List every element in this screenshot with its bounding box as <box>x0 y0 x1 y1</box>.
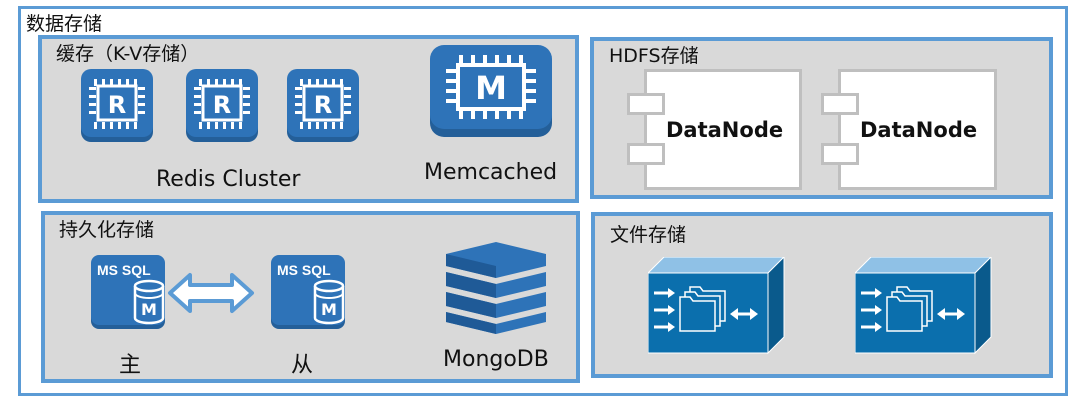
ms-sql-database-icon: MS SQL M <box>91 255 165 329</box>
redis-glyph: R <box>108 91 126 119</box>
ms-sql-caption: MS SQL <box>97 262 151 278</box>
file-storage-appliance-icon <box>648 257 785 355</box>
ms-sql-glyph: M <box>321 300 337 319</box>
datanode-port <box>821 143 859 165</box>
datanode-label: DataNode <box>860 118 978 142</box>
cache-panel-title: 缓存（K-V存储） <box>56 43 200 65</box>
redis-glyph: R <box>213 91 231 119</box>
redis-chip-icon: R <box>186 69 258 142</box>
datanode-component-icon <box>644 69 802 190</box>
datanode-port <box>821 93 859 115</box>
persistence-panel-title: 持久化存储 <box>59 219 155 241</box>
data-storage-title: 数据存储 <box>26 13 103 35</box>
redis-glyph: R <box>314 91 332 119</box>
ms-sql-caption: MS SQL <box>277 262 331 278</box>
memcached-glyph: M <box>475 69 507 107</box>
ms-sql-database-icon: MS SQL M <box>271 255 345 329</box>
mongodb-label: MongoDB <box>443 347 549 372</box>
hdfs-panel-title: HDFS存储 <box>609 45 699 67</box>
redis-cluster-label: Redis Cluster <box>156 167 301 192</box>
ms-sql-glyph: M <box>141 300 157 319</box>
datanode-port <box>627 93 665 115</box>
redis-chip-icon: R <box>81 69 153 142</box>
datanode-port <box>627 143 665 165</box>
file-storage-appliance-icon <box>855 257 992 355</box>
memcached-label: Memcached <box>424 160 558 185</box>
bidirectional-arrow-icon <box>168 273 254 313</box>
datanode-label: DataNode <box>666 118 784 142</box>
file-storage-panel-title: 文件存储 <box>610 224 687 246</box>
memcached-chip-icon: M <box>430 45 552 137</box>
mongodb-icon <box>446 242 546 334</box>
master-label: 主 <box>119 353 142 378</box>
redis-chip-icon: R <box>287 69 359 142</box>
datanode-component-icon <box>838 69 997 190</box>
slave-label: 从 <box>291 353 314 378</box>
